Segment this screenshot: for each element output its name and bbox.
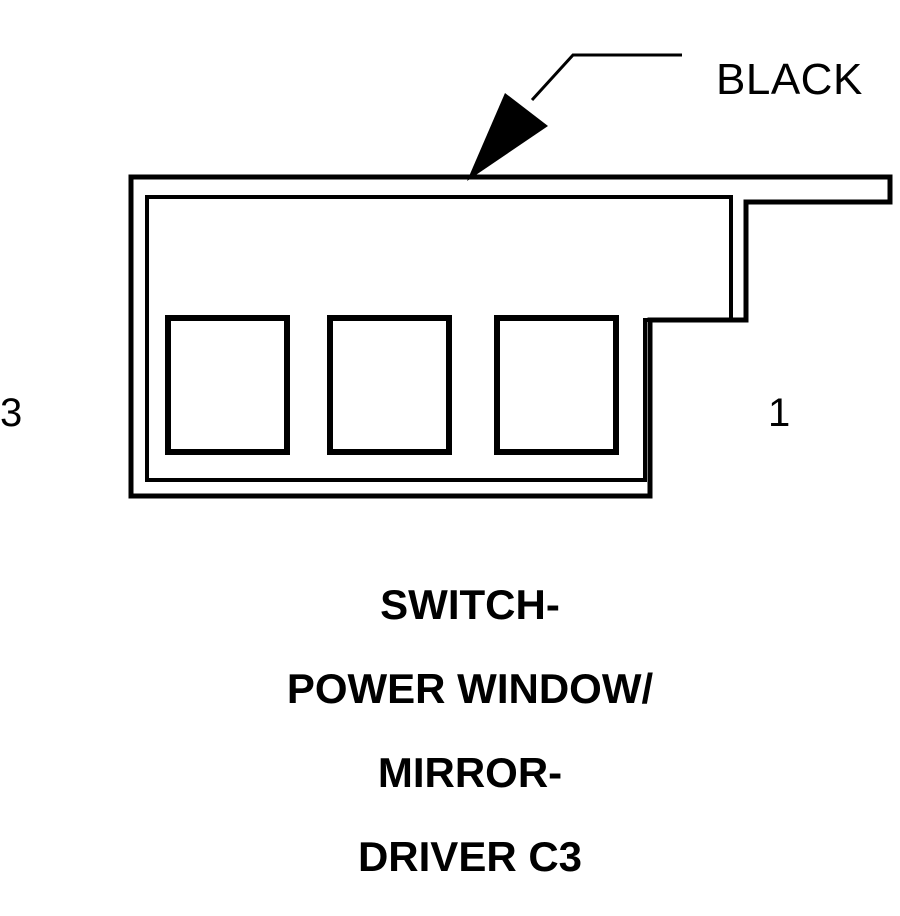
wire-color-label: BLACK <box>716 55 863 104</box>
caption-line-2: POWER WINDOW/ <box>286 665 654 712</box>
pin-cavity-1 <box>494 315 619 455</box>
callout-leader-line <box>530 53 682 102</box>
connector-caption: SWITCH- POWER WINDOW/ MIRROR- DRIVER C3 <box>0 580 900 916</box>
pin-number-right: 1 <box>768 391 791 435</box>
connector-housing-inner <box>145 195 733 482</box>
pin-cavity-3 <box>165 315 290 455</box>
caption-line-3: MIRROR- <box>377 749 563 796</box>
connector-housing-outer <box>128 174 893 499</box>
caption-line-4: DRIVER C3 <box>357 833 583 880</box>
caption-line-1: SWITCH- <box>380 581 560 628</box>
pin-number-left: 3 <box>0 391 23 435</box>
callout-arrowhead <box>467 93 548 181</box>
pin-cavity-2 <box>327 315 452 455</box>
